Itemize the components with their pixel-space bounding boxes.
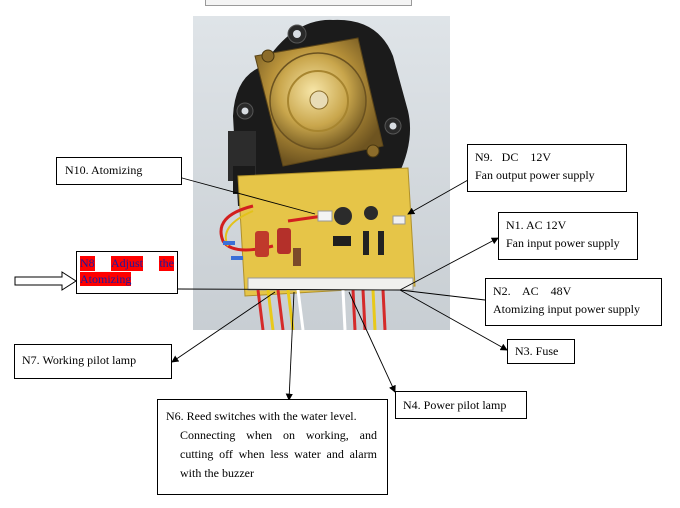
label-n6-w5: and bbox=[359, 428, 377, 442]
label-n2: N2. AC 48V Atomizing input power supply bbox=[485, 278, 662, 326]
label-n1-title: N1. AC 12V bbox=[506, 218, 567, 232]
label-n2-desc: Atomizing input power supply bbox=[493, 302, 640, 316]
label-n4-text: N4. Power pilot lamp bbox=[403, 398, 507, 412]
leader-n6 bbox=[285, 291, 295, 401]
label-n6-line2: Connecting when on working, and bbox=[166, 426, 377, 445]
label-n8-word4: Atomizing bbox=[80, 272, 132, 286]
label-n2-title: N2. AC 48V bbox=[493, 284, 572, 298]
label-n6-w12: alarm bbox=[349, 447, 377, 461]
leader-n10 bbox=[174, 172, 316, 215]
label-n8-word2: Adjust bbox=[110, 256, 143, 271]
pcb-photo bbox=[193, 16, 450, 330]
label-n6-w9: less bbox=[270, 447, 289, 461]
label-n10: N10. Atomizing bbox=[56, 157, 182, 185]
label-n6-w6: cutting bbox=[180, 447, 214, 461]
leader-n8 bbox=[171, 285, 401, 293]
label-n8: N8 Adjust the Atomizing bbox=[76, 251, 178, 294]
label-n6-line1: N6. Reed switches with the water level. bbox=[166, 409, 357, 423]
label-n3: N3. Fuse bbox=[507, 339, 575, 364]
label-n9-title: N9. DC 12V bbox=[475, 150, 552, 164]
label-n4: N4. Power pilot lamp bbox=[395, 391, 527, 419]
label-n6-line4: with the buzzer bbox=[180, 466, 254, 480]
label-n6-w2: when bbox=[246, 428, 273, 442]
top-edge-fragment bbox=[205, 0, 412, 6]
leader-n2 bbox=[399, 289, 486, 301]
label-n6-w1: Connecting bbox=[180, 428, 236, 442]
label-n8-line1: N8 Adjust the bbox=[80, 256, 174, 271]
label-n1-desc: Fan input power supply bbox=[506, 236, 620, 250]
hollow-arrow-icon bbox=[14, 271, 77, 291]
label-n6-w11: and bbox=[326, 447, 344, 461]
label-n6-w3: on bbox=[282, 428, 295, 442]
label-n7-text: N7. Working pilot lamp bbox=[22, 353, 137, 367]
label-n6-w7: off bbox=[219, 447, 233, 461]
leader-n4 bbox=[348, 291, 396, 393]
label-n3-text: N3. Fuse bbox=[515, 344, 559, 358]
label-n1: N1. AC 12V Fan input power supply bbox=[498, 212, 638, 260]
label-n8-word1: N8 bbox=[80, 256, 95, 271]
leader-n9 bbox=[407, 179, 469, 215]
label-n9: N9. DC 12V Fan output power supply bbox=[467, 144, 627, 192]
label-n6-w4: working, bbox=[305, 428, 349, 442]
label-n9-desc: Fan output power supply bbox=[475, 168, 595, 182]
label-n6-w8: when bbox=[238, 447, 265, 461]
label-n8-line2: Atomizing bbox=[80, 272, 174, 287]
label-n7: N7. Working pilot lamp bbox=[14, 344, 172, 379]
label-n6: N6. Reed switches with the water level. … bbox=[157, 399, 388, 495]
leader-n1 bbox=[399, 237, 499, 291]
label-n6-w10: water bbox=[294, 447, 321, 461]
label-n6-line3: cutting off when less water and alarm bbox=[166, 445, 377, 464]
leader-n3 bbox=[399, 289, 508, 351]
label-n10-text: N10. Atomizing bbox=[65, 163, 143, 177]
label-n8-word3: the bbox=[159, 256, 174, 271]
leader-n7 bbox=[171, 291, 276, 363]
